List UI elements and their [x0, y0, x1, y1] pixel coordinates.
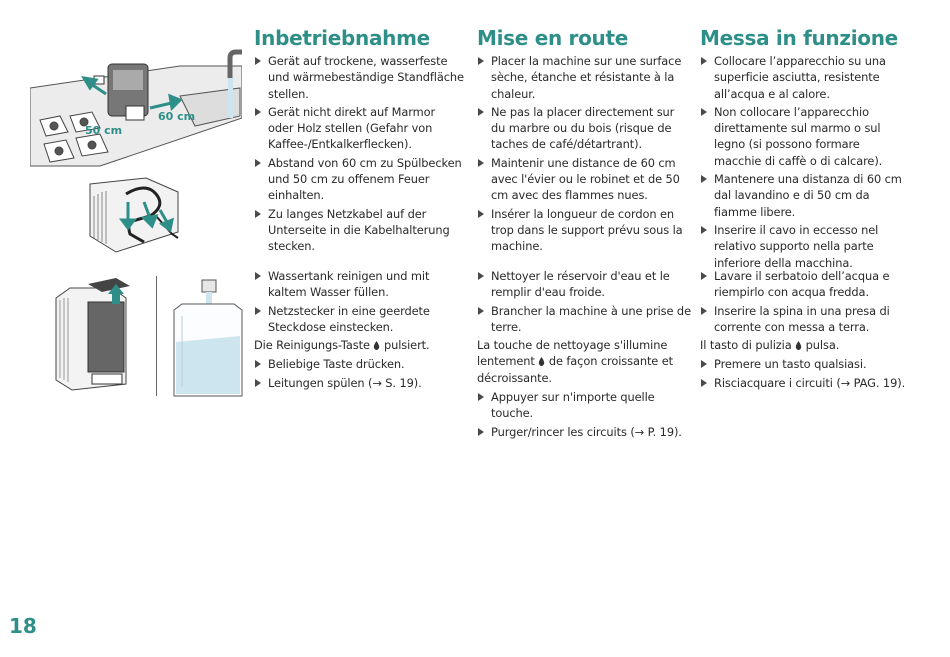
- column-german-filling: Wassertank reinigen und mit kaltem Wasse…: [254, 268, 469, 393]
- list-item: Gerät auf trockene, wasserfeste und wärm…: [254, 53, 464, 102]
- title-french: Mise en route: [477, 26, 629, 50]
- list-german-placement: Gerät auf trockene, wasserfeste und wärm…: [254, 53, 464, 255]
- water-drop-icon: [795, 341, 802, 351]
- distance-label-50: 50 cm: [85, 124, 122, 137]
- list-item: Premere un tasto qualsiasi.: [700, 356, 915, 372]
- list-italian-placement: Collocare l’apparecchio su una superfici…: [700, 53, 910, 271]
- water-tank-fill-illustration: [173, 279, 243, 397]
- list-item: Abstand von 60 cm zu Spülbecken und 50 c…: [254, 155, 464, 204]
- illustration-divider: [156, 276, 157, 396]
- list-item: Wassertank reinigen und mit kaltem Wasse…: [254, 268, 469, 301]
- column-italian-filling: Lavare il serbatoio dell’acqua e riempir…: [700, 268, 915, 393]
- list-item: Collocare l’apparecchio su una superfici…: [700, 53, 910, 102]
- title-german: Inbetriebnahme: [254, 26, 430, 50]
- column-italian-setup: Messa in funzione Collocare l’apparecchi…: [700, 26, 910, 273]
- column-french-filling: Nettoyer le réservoir d'eau et le rempli…: [477, 268, 692, 442]
- coffee-machine-icon: [93, 63, 149, 121]
- list-item: Gerät nicht direkt auf Marmor oder Holz …: [254, 104, 464, 153]
- list-french-filling: Nettoyer le réservoir d'eau et le rempli…: [477, 268, 692, 335]
- list-item: Nettoyer le réservoir d'eau et le rempli…: [477, 268, 692, 301]
- list-item: Inserire il cavo in eccesso nel relativo…: [700, 222, 910, 271]
- list-item: Risciacquare i circuiti (→ PAG. 19).: [700, 375, 915, 391]
- list-german-filling: Wassertank reinigen und mit kaltem Wasse…: [254, 268, 469, 335]
- list-item: Maintenir une distance de 60 cm avec l'é…: [477, 155, 687, 204]
- cable-storage-illustration: [89, 177, 179, 253]
- list-item: Appuyer sur n'importe quelle touche.: [477, 389, 692, 422]
- list-item: Inserire la spina in una presa di corren…: [700, 303, 915, 336]
- list-item: Lavare il serbatoio dell’acqua e riempir…: [700, 268, 915, 301]
- list-italian-steps: Premere un tasto qualsiasi. Risciacquare…: [700, 356, 915, 391]
- list-item: Placer la machine sur une surface sèche,…: [477, 53, 687, 102]
- page-number: 18: [9, 614, 37, 638]
- list-french-steps: Appuyer sur n'importe quelle touche. Pur…: [477, 389, 692, 440]
- list-item: Insérer la longueur de cordon en trop da…: [477, 206, 687, 255]
- placement-illustration: 50 cm 60 cm: [30, 49, 242, 167]
- list-item: Beliebige Taste drücken.: [254, 356, 469, 372]
- list-italian-filling: Lavare il serbatoio dell’acqua e riempir…: [700, 268, 915, 335]
- distance-label-60: 60 cm: [158, 110, 195, 123]
- water-drop-icon: [539, 357, 545, 367]
- list-item: Brancher la machine à une prise de terre…: [477, 303, 692, 336]
- title-italian: Messa in funzione: [700, 26, 898, 50]
- list-item: Ne pas la placer directement sur du marb…: [477, 104, 687, 153]
- water-tank-removal-illustration: [55, 278, 130, 391]
- column-french-setup: Mise en route Placer la machine sur une …: [477, 26, 687, 257]
- column-german-setup: Inbetriebnahme Gerät auf trockene, wasse…: [254, 26, 464, 257]
- list-item: Netzstecker in eine geerdete Steckdose e…: [254, 303, 469, 336]
- water-drop-icon: [374, 341, 380, 351]
- list-item: Leitungen spülen (→ S. 19).: [254, 375, 469, 391]
- note-french: La touche de nettoyage s'illumine lentem…: [477, 338, 674, 385]
- list-item: Zu langes Netzkabel auf der Unterseite i…: [254, 206, 464, 255]
- stove-burners-icon: [39, 111, 109, 163]
- list-german-steps: Beliebige Taste drücken. Leitungen spüle…: [254, 356, 469, 391]
- note-italian: Il tasto di pulizia pulsa.: [700, 338, 840, 353]
- list-item: Mantenere una distanza di 60 cm dal lava…: [700, 171, 910, 220]
- note-german: Die Reinigungs-Taste pulsiert.: [254, 338, 430, 353]
- list-item: Non collocare l’apparecchio direttamente…: [700, 104, 910, 169]
- list-french-placement: Placer la machine sur une surface sèche,…: [477, 53, 687, 255]
- list-item: Purger/rincer les circuits (→ P. 19).: [477, 424, 692, 440]
